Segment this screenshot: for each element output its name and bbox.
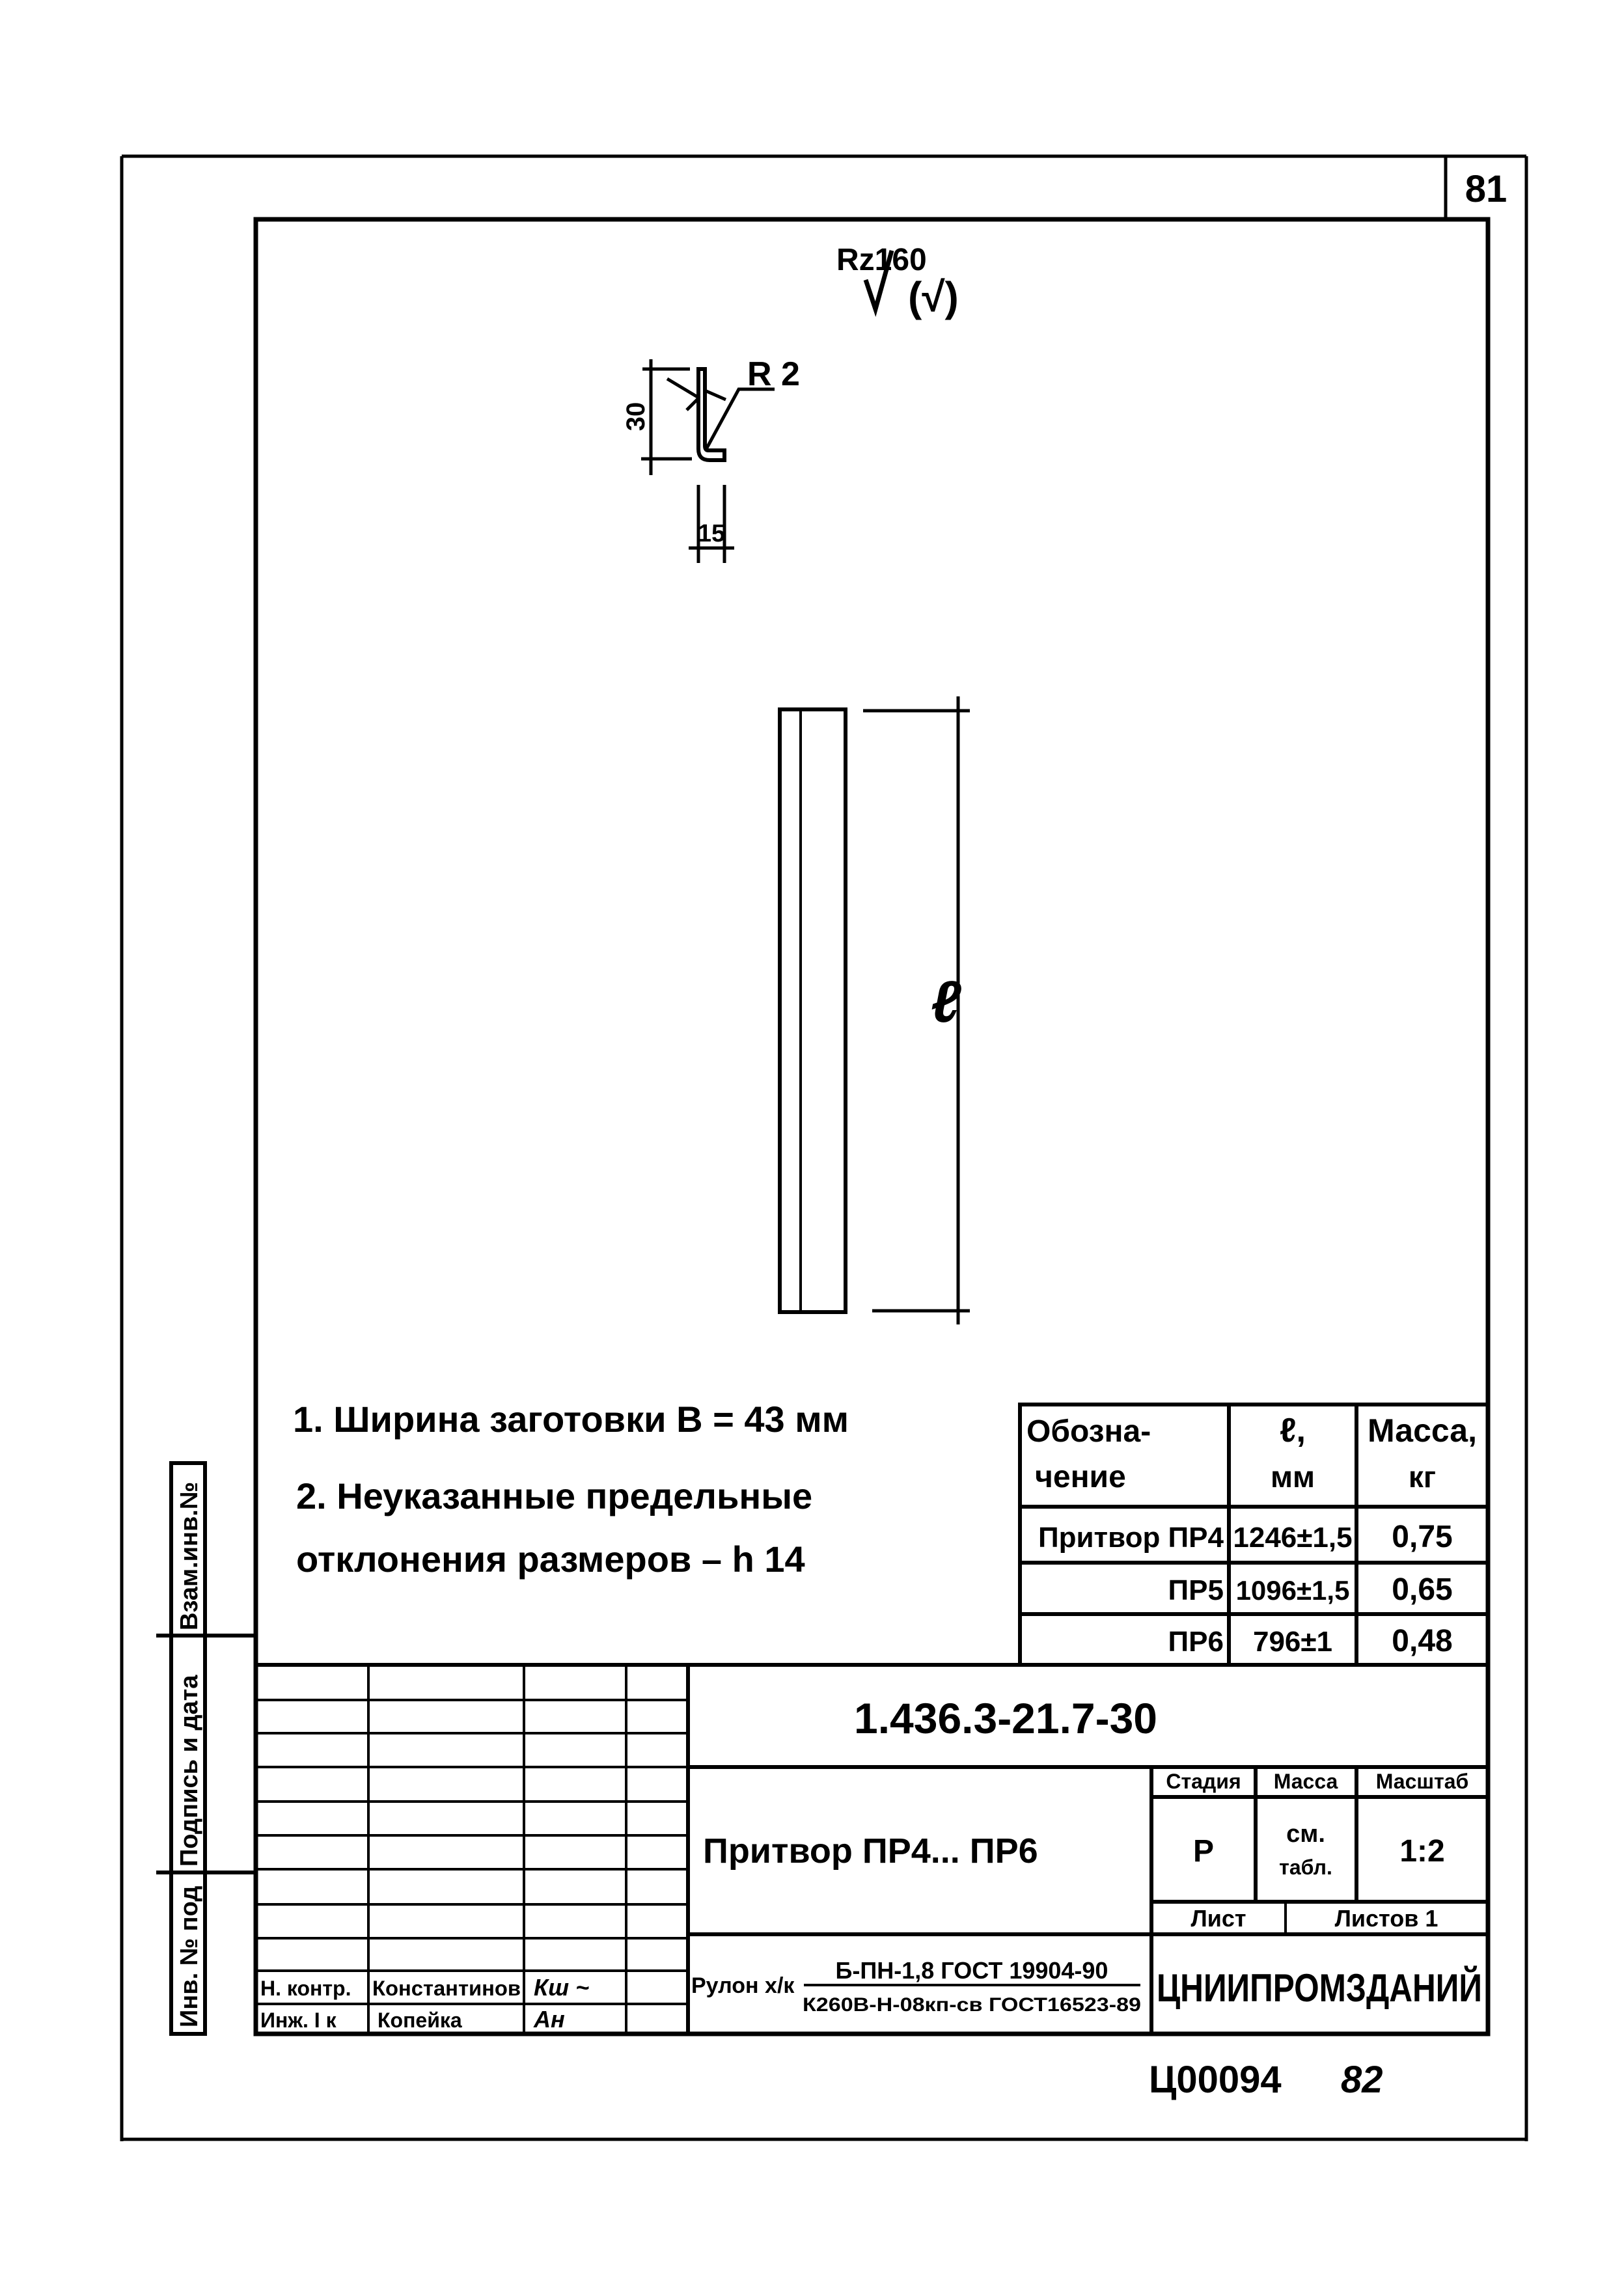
document-name: Притвор ПР4... ПР6 [703, 1831, 1038, 1871]
sheets-label: Листов 1 [1335, 1905, 1438, 1932]
sheet-number-box: 81 [1444, 156, 1507, 219]
outer-frame [120, 154, 1528, 2141]
note-3: отклонения размеров – h 14 [296, 1539, 805, 1580]
header-mass-1: Масса, [1368, 1412, 1477, 1449]
inner-frame [253, 217, 1491, 2036]
note-1: 1. Ширина заготовки B = 43 мм [293, 1399, 849, 1440]
roughness-value: Rz160 [836, 243, 927, 277]
material-bottom: К260В-Н-08кп-св ГОСТ16523-89 [803, 1994, 1141, 2016]
length-symbol: ℓ [931, 970, 961, 1035]
signature-sign-2: Ан [533, 2006, 565, 2033]
stage-label: Стадия [1166, 1770, 1241, 1793]
organization-name: ЦНИИПРОМЗДАНИЙ [1157, 1966, 1482, 2010]
check-mark-icon [863, 250, 894, 317]
signature-role-1: Н. контр. [260, 1977, 351, 2000]
footer-code: Ц00094 [1149, 2059, 1282, 2101]
row-3-mass: 0,48 [1392, 1624, 1452, 1658]
roughness-other: (√) [908, 273, 959, 320]
row-1-length: 1246±1,5 [1233, 1522, 1352, 1554]
row-2-name: ПР5 [1168, 1574, 1224, 1606]
note-2: 2. Неуказанные предельные [296, 1475, 812, 1516]
row-3-length: 796±1 [1253, 1626, 1332, 1658]
signature-role-2: Инж. I к [260, 2008, 337, 2032]
side-signature-date: Подпись и дата [176, 1675, 203, 1867]
sheet-label: Лист [1190, 1905, 1246, 1932]
document-designation: 1.436.3-21.7-30 [854, 1694, 1157, 1742]
header-length-1: ℓ, [1280, 1412, 1306, 1449]
signature-name-1: Константинов [372, 1977, 521, 2000]
footer-page: 82 [1341, 2059, 1383, 2101]
row-2-length: 1096±1,5 [1236, 1575, 1350, 1606]
notes: 1. Ширина заготовки B = 43 мм 2. Неуказа… [293, 1399, 849, 1580]
roughness-mark: Rz160 (√) [836, 243, 959, 320]
dim-width-label: 15 [698, 520, 725, 547]
row-1-mass: 0,75 [1392, 1520, 1452, 1554]
row-1-name: Притвор ПР4 [1038, 1522, 1224, 1554]
mass-label: Масса [1274, 1770, 1338, 1793]
side-strip: Инв. № под Подпись и дата Взам.инв.№ [156, 1461, 256, 2036]
signature-name-2: Копейка [378, 2008, 462, 2032]
stage-value: Р [1193, 1834, 1214, 1869]
signature-sign-1: Кш ~ [534, 1974, 589, 2001]
material-prefix: Рулон х/к [691, 1973, 795, 1998]
scale-value: 1:2 [1399, 1834, 1444, 1869]
spec-table: Обозна- чение ℓ, мм Масса, кг Притвор ПР… [1018, 1403, 1490, 1667]
mass-value-2: табл. [1279, 1856, 1332, 1879]
title-block: 1.436.3-21.7-30 Притвор ПР4... ПР6 Стади… [256, 1663, 1488, 2034]
dim-height-label: 30 [622, 402, 650, 432]
part-view [778, 696, 970, 1324]
row-2-mass: 0,65 [1392, 1572, 1452, 1607]
side-inv-no: Инв. № под [176, 1886, 203, 2027]
header-designation-1: Обозна- [1026, 1414, 1151, 1449]
radius-label: R 2 [747, 355, 800, 393]
material-top: Б-ПН-1,8 ГОСТ 19904-90 [836, 1957, 1108, 1984]
scale-label: Масштаб [1376, 1770, 1469, 1793]
row-3-name: ПР6 [1168, 1626, 1224, 1658]
header-length-2: мм [1271, 1460, 1315, 1494]
header-designation-2: чение [1035, 1460, 1126, 1494]
side-replaced-inv: Взам.инв.№ [176, 1482, 203, 1630]
mass-value-1: см. [1286, 1820, 1325, 1848]
sheet-number: 81 [1465, 168, 1507, 210]
profile-section [641, 359, 775, 563]
header-mass-2: кг [1409, 1460, 1436, 1494]
